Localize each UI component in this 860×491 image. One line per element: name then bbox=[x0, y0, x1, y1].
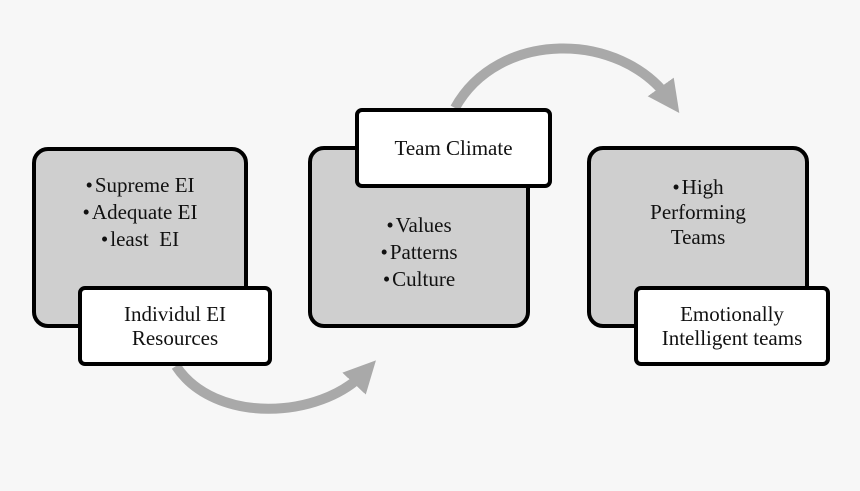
stage-2-bullets: Values Patterns Culture bbox=[308, 212, 530, 293]
stage-1-label-text: Individul EI Resources bbox=[123, 302, 227, 350]
stage-1-bullets: Supreme EI Adequate EI least EI bbox=[32, 172, 248, 253]
stage-3-label-line-2: Intelligent teams bbox=[661, 326, 803, 350]
bullet-item: least EI bbox=[32, 226, 248, 253]
bullet-line-teams: Teams bbox=[670, 225, 726, 249]
stage-2-label: Team Climate bbox=[355, 108, 552, 188]
arrow-stage2-to-stage3 bbox=[450, 43, 680, 114]
stage-1-label: Individul EI Resources bbox=[78, 286, 272, 366]
bullet-item: Supreme EI bbox=[32, 172, 248, 199]
stage-3-label: Emotionally Intelligent teams bbox=[634, 286, 830, 366]
stage-2-label-text: Team Climate bbox=[394, 136, 513, 160]
bullet-item: Values bbox=[308, 212, 530, 239]
stage-3-label-line-1: Emotionally bbox=[680, 302, 784, 326]
bullet-item: Adequate EI bbox=[32, 199, 248, 226]
bullet-item: Culture bbox=[308, 266, 530, 293]
bullet-item: Patterns bbox=[308, 239, 530, 266]
bullet-line-performing: Performing bbox=[650, 200, 746, 224]
arrow-stage1-to-stage2 bbox=[171, 360, 376, 414]
stage-3-bullets: High Performing Teams bbox=[587, 175, 809, 250]
bullet-line-high: High bbox=[587, 175, 809, 200]
